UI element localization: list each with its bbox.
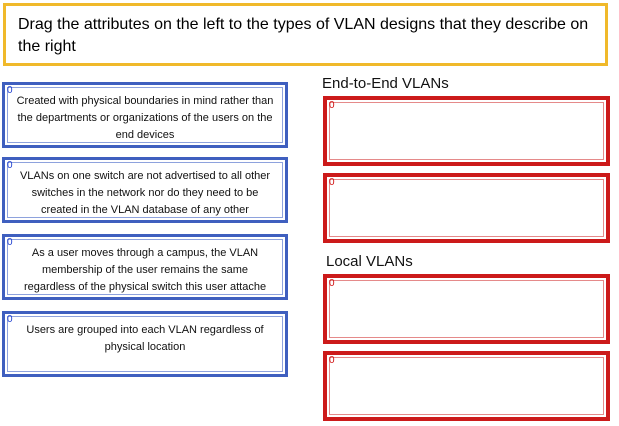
drop-target-local-2[interactable]: 0 bbox=[323, 351, 610, 421]
target-index: 0 bbox=[329, 177, 335, 188]
draggable-attribute-4[interactable]: 0 Users are grouped into each VLAN regar… bbox=[2, 311, 288, 377]
attribute-index: 0 bbox=[7, 160, 13, 171]
drop-target-end-to-end-2[interactable]: 0 bbox=[323, 173, 610, 243]
attribute-text: Users are grouped into each VLAN regardl… bbox=[26, 324, 264, 353]
target-index: 0 bbox=[329, 278, 335, 289]
instruction-text: Drag the attributes on the left to the t… bbox=[18, 16, 589, 55]
draggable-attribute-1[interactable]: 0 Created with physical boundaries in mi… bbox=[2, 82, 288, 148]
attribute-index: 0 bbox=[7, 85, 13, 96]
attribute-text: Created with physical boundaries in mind… bbox=[16, 95, 274, 141]
instruction-box: Drag the attributes on the left to the t… bbox=[3, 3, 608, 66]
draggable-attribute-3[interactable]: 0 As a user moves through a campus, the … bbox=[2, 234, 288, 300]
attribute-index: 0 bbox=[7, 237, 13, 248]
attribute-text: VLANs on one switch are not advertised t… bbox=[19, 170, 271, 216]
section-title-end-to-end: End-to-End VLANs bbox=[322, 75, 449, 92]
attribute-index: 0 bbox=[7, 314, 13, 325]
drop-target-local-1[interactable]: 0 bbox=[323, 274, 610, 344]
draggable-attribute-2[interactable]: 0 VLANs on one switch are not advertised… bbox=[2, 157, 288, 223]
target-index: 0 bbox=[329, 100, 335, 111]
target-index: 0 bbox=[329, 355, 335, 366]
section-title-local: Local VLANs bbox=[326, 253, 413, 270]
attribute-text: As a user moves through a campus, the VL… bbox=[23, 247, 267, 293]
drop-target-end-to-end-1[interactable]: 0 bbox=[323, 96, 610, 166]
